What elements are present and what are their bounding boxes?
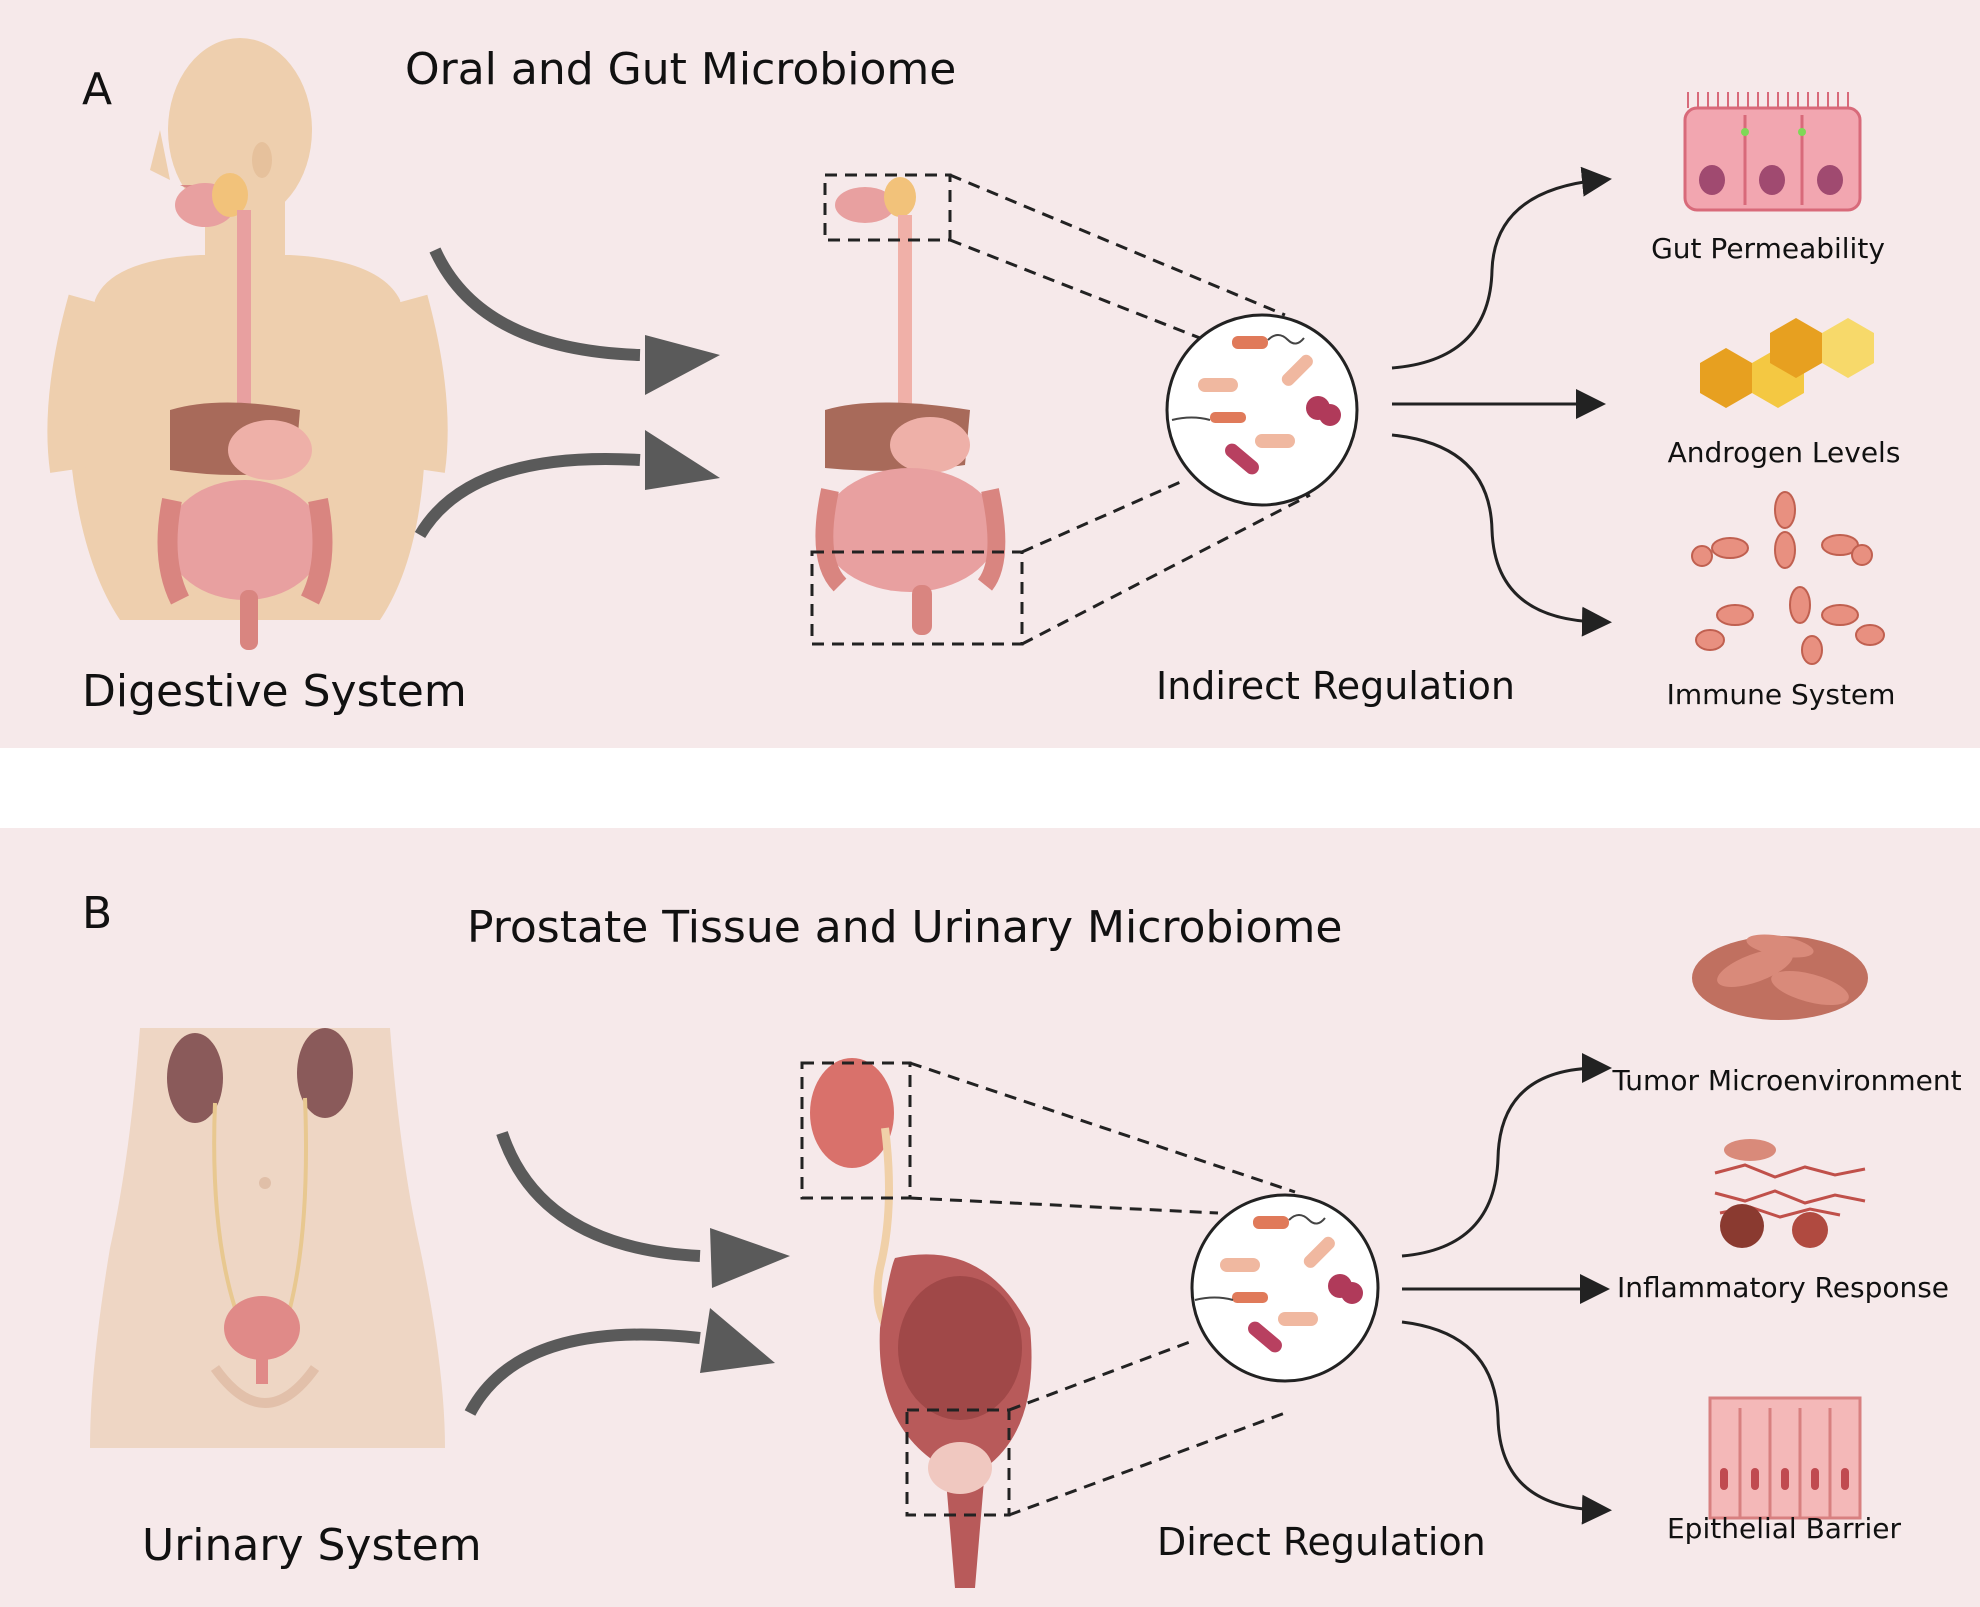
panel-a-regulation-label: Indirect Regulation — [1156, 664, 1515, 708]
androgen-hexagons-icon — [1700, 318, 1874, 408]
microbiome-circle — [1165, 313, 1359, 507]
panel-a: A Oral and Gut Microbiome Digestive Syst… — [0, 0, 1980, 748]
output-androgen-levels: Androgen Levels — [1667, 436, 1901, 469]
panel-b-regulation-label: Direct Regulation — [1157, 1520, 1486, 1564]
output-arrows — [1391, 166, 1612, 637]
gut-permeability-cells-icon — [1683, 92, 1862, 212]
microbiome-circle-b — [1190, 1193, 1380, 1383]
urinary-tract-illustration — [167, 1028, 353, 1384]
panel-b: B Prostate Tissue and Urinary Microbiome… — [0, 828, 1980, 1607]
output-inflammatory-response: Inflammatory Response — [1616, 1271, 1950, 1304]
output-gut-permeability: Gut Permeability — [1651, 232, 1885, 265]
zoom-indicators-b — [800, 1061, 1296, 1517]
zoom-indicators — [810, 173, 1311, 646]
panel-a-title: Oral and Gut Microbiome — [405, 44, 957, 95]
panel-b-system-label: Urinary System — [142, 1520, 482, 1571]
output-epithelial-barrier: Epithelial Barrier — [1666, 1512, 1902, 1545]
output-arrows-b — [1401, 1053, 1612, 1525]
panel-b-artwork — [90, 934, 1868, 1588]
lower-torso-illustration — [90, 1028, 445, 1448]
digestive-tract-illustration — [157, 173, 333, 650]
panel-b-title: Prostate Tissue and Urinary Microbiome — [467, 902, 1343, 953]
isolated-bladder-prostate — [810, 1058, 1032, 1588]
flow-arrows-gray-b — [464, 1131, 790, 1416]
inflammatory-response-icon — [1714, 1139, 1866, 1248]
panel-a-letter: A — [82, 64, 113, 115]
immune-system-antibodies-icon — [1691, 491, 1885, 665]
tumor-microenvironment-icon — [1692, 934, 1868, 1020]
isolated-digestive-tract — [815, 177, 1006, 635]
flow-arrows-gray — [414, 247, 720, 539]
output-immune-system: Immune System — [1666, 678, 1896, 711]
epithelial-barrier-icon — [1708, 1396, 1862, 1520]
panel-b-letter: B — [82, 888, 113, 939]
output-tumor-microenvironment: Tumor Microenvironment — [1612, 1064, 1962, 1097]
panel-a-system-label: Digestive System — [82, 666, 467, 717]
panel-a-artwork — [47, 38, 1885, 665]
